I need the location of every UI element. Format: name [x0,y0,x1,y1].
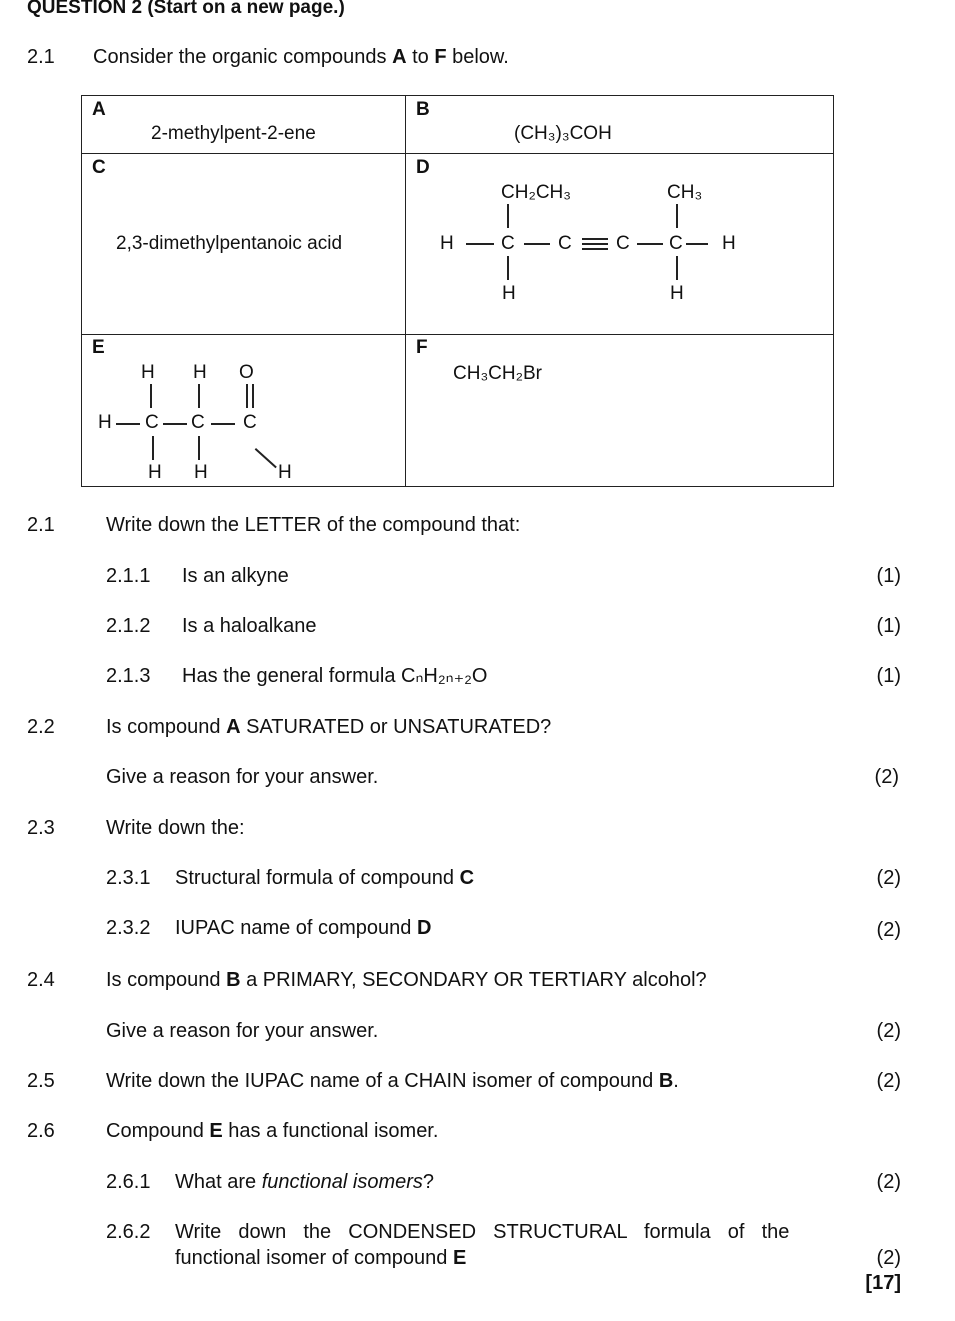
marks: (1) [876,615,901,637]
q-text: Give a reason for your answer. [106,766,379,788]
q-text: Give a reason for your answer. [106,1020,379,1042]
compounds-table: A 2-methylpent-2-ene B (CH₃)₃COH C 2,3-d… [81,95,834,487]
atom: H [141,362,155,383]
compound-a: 2-methylpent-2-ene [151,123,316,144]
q-text: Compound E has a functional isomer. [106,1120,439,1142]
q-number: 2.1.1 [106,565,151,587]
q-text: Write down the: [106,817,245,839]
marks: (2) [876,1020,901,1042]
atom: C [669,233,683,254]
q-number: 2.4 [27,969,55,991]
q-number: 2.6.2 [106,1221,151,1243]
atom: H [502,283,516,304]
compound-b: (CH₃)₃COH [514,123,612,144]
atom: H [98,412,112,433]
atom: H [670,283,684,304]
atom: H [193,362,207,383]
marks: (2) [876,1247,901,1269]
atom: H [722,233,736,254]
q-number: 2.3.2 [106,917,151,939]
q-text: Is compound B a PRIMARY, SECONDARY OR TE… [106,969,707,991]
q-text: IUPAC name of compound D [175,917,432,939]
marks: (2) [874,766,899,788]
cell-a-letter: A [92,99,106,120]
atom: CH₃ [667,182,703,203]
q-text-line1: Write down the CONDENSED STRUCTURAL form… [175,1221,790,1243]
intro-text: Consider the organic compounds A to F be… [93,46,509,68]
atom: H [148,462,162,483]
atom: C [243,412,257,433]
cell-e-letter: E [92,337,105,358]
atom: O [239,362,254,383]
q-number: 2.1.3 [106,665,151,687]
atom: H [278,462,292,483]
question-heading: QUESTION 2 (Start on a new page.) [27,0,345,18]
q-text: Is a haloalkane [182,615,317,637]
q-number: 2.1.2 [106,615,151,637]
cell-b-letter: B [416,99,430,120]
marks: (2) [876,1070,901,1092]
q-number: 2.2 [27,716,55,738]
q-text: Has the general formula CₙH₂ₙ₊₂O [182,665,488,687]
marks: (1) [876,665,901,687]
atom: H [194,462,208,483]
atom: C [145,412,159,433]
compound-f: CH₃CH₂Br [453,363,542,384]
atom: H [440,233,454,254]
q-text: Is an alkyne [182,565,289,587]
atom: C [501,233,515,254]
cell-d-letter: D [416,157,430,178]
atom: C [558,233,572,254]
q-text: Write down the LETTER of the compound th… [106,514,521,536]
marks: (2) [876,919,901,941]
compound-c: 2,3-dimethylpentanoic acid [116,233,343,254]
q-number: 2.3.1 [106,867,151,889]
cell-c-letter: C [92,157,106,178]
q-text-line2: functional isomer of compound E [175,1247,467,1269]
q-text: Is compound A SATURATED or UNSATURATED? [106,716,552,738]
q-number: 2.1 [27,514,55,536]
atom: C [616,233,630,254]
marks: (1) [876,565,901,587]
q-number: 2.3 [27,817,55,839]
intro-number: 2.1 [27,46,55,68]
atom: CH₂CH₃ [501,182,571,203]
q-text: What are functional isomers? [175,1171,435,1193]
total-marks: [17] [865,1272,901,1294]
q-number: 2.6.1 [106,1171,151,1193]
q-text: Write down the IUPAC name of a CHAIN iso… [106,1070,679,1092]
atom: C [191,412,205,433]
cell-f-letter: F [416,337,428,358]
marks: (2) [876,1171,901,1193]
q-text: Structural formula of compound C [175,867,475,889]
q-number: 2.6 [27,1120,55,1142]
marks: (2) [876,867,901,889]
q-number: 2.5 [27,1070,55,1092]
